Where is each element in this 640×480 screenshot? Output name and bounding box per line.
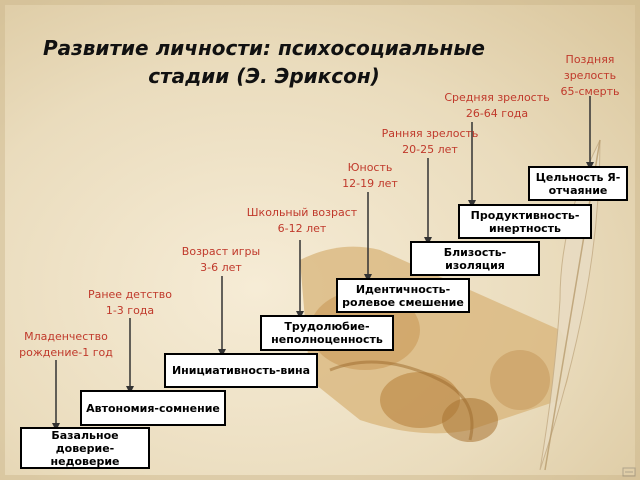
age-label-youth: Юность 12-19 лет	[342, 161, 398, 190]
age-label-infancy: Младенчество рождение-1 год	[19, 330, 113, 359]
stage-box-autonomy: Автономия-сомнение	[80, 390, 226, 426]
age-label-late-adulthood: Поздняя зрелость 65-смерть	[560, 53, 620, 98]
stage-box-ego-integrity: Цельность Я-отчаяние	[528, 166, 628, 201]
age-label-middle-adulthood: Средняя зрелость 26-64 года	[444, 91, 550, 120]
page-title: Развитие личности: психосоциальные стади…	[43, 36, 485, 88]
stage-box-initiative: Инициативность-вина	[164, 353, 318, 388]
stage-box-industry: Трудолюбие-неполноценность	[260, 315, 394, 351]
stage-box-intimacy: Близость-изоляция	[410, 241, 540, 276]
stage-box-generativity: Продуктивность-инертность	[458, 204, 592, 239]
age-label-play-age: Возраст игры 3-6 лет	[181, 245, 261, 274]
age-label-early-adulthood: Ранняя зрелость 20-25 лет	[381, 127, 479, 156]
age-label-early-childhood: Ранее детство 1-3 года	[87, 288, 173, 317]
stage-box-identity: Идентичность-ролевое смешение	[336, 278, 470, 313]
corner-logo-icon	[622, 467, 636, 477]
age-label-school-age: Школьный возраст 6-12 лет	[246, 206, 358, 235]
